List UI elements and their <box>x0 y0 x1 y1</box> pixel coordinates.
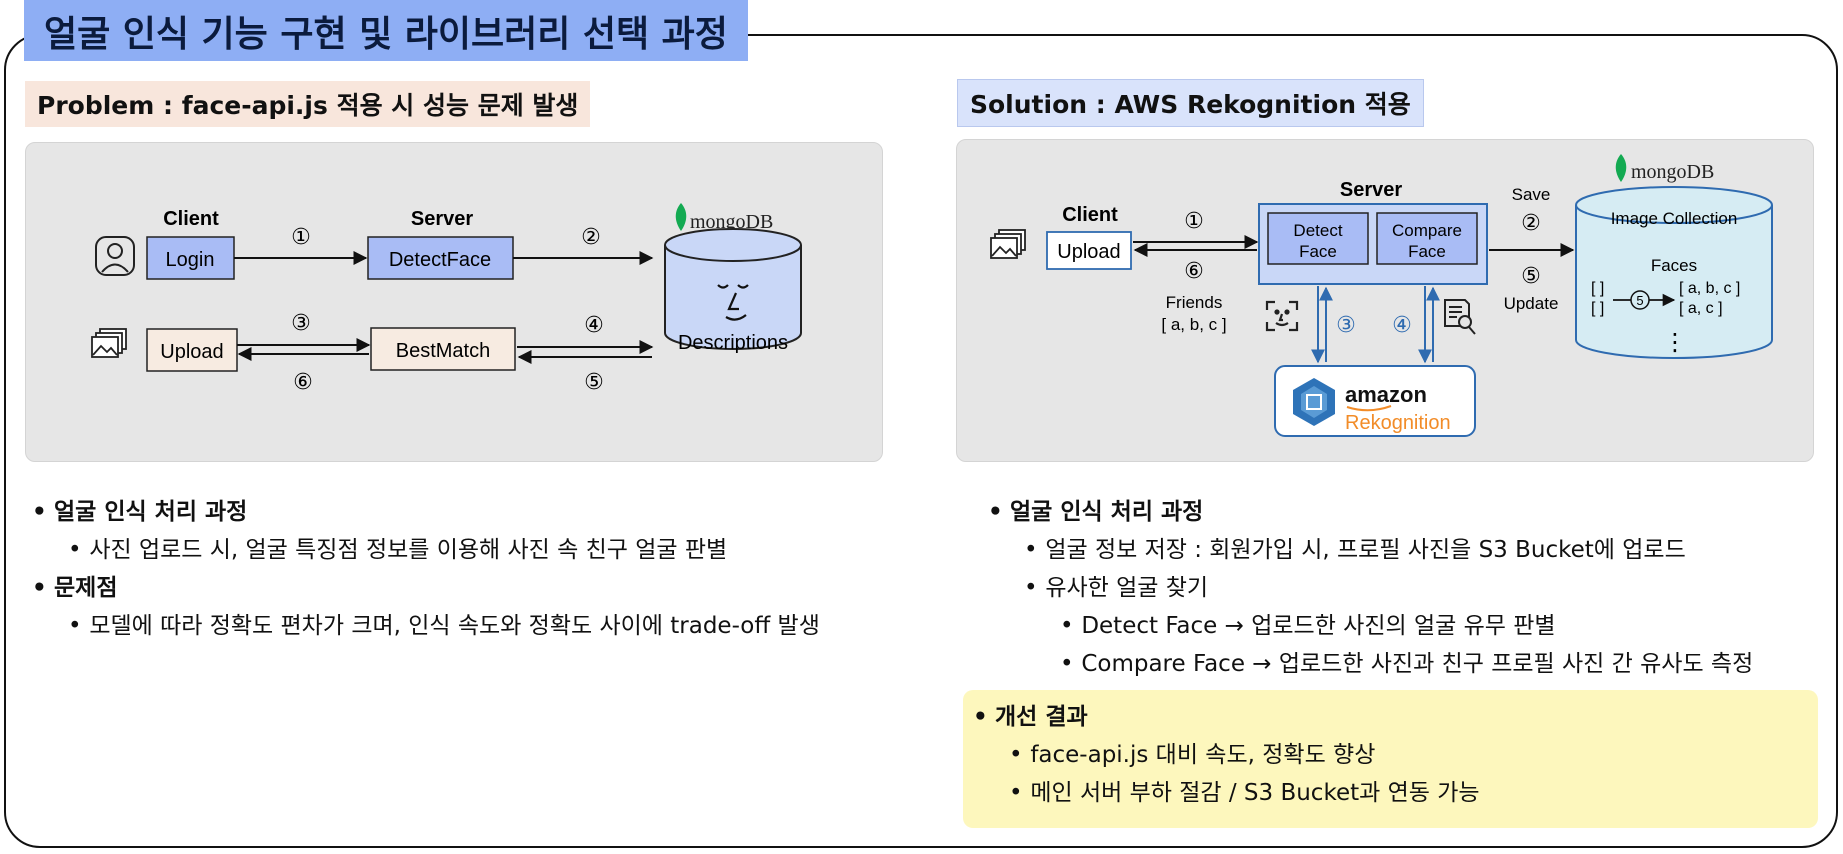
image-collection-database: Image Collection Faces [ ] [ ] 5 [ a, b,… <box>1575 186 1773 359</box>
step-1: ① <box>1184 209 1204 234</box>
client-label: Client <box>1062 204 1118 226</box>
bullet-item: 얼굴 정보 저장 : 회원가입 시, 프로필 사진을 S3 Bucket에 업로… <box>988 531 1753 569</box>
collection-label: Image Collection <box>1611 209 1738 228</box>
step-1: ① <box>291 225 311 250</box>
bullet-item: 개선 결과 <box>973 698 1480 736</box>
detectface-label: DetectFace <box>389 249 491 271</box>
step-3: ③ <box>291 311 311 336</box>
step-5: ⑤ <box>1521 264 1541 289</box>
client-label: Client <box>163 208 219 230</box>
face-sketch-icon <box>717 284 749 321</box>
solution-heading: Solution : AWS Rekognition 적용 <box>957 79 1424 127</box>
problem-heading: Problem : face-api.js 적용 시 성능 문제 발생 <box>25 81 591 127</box>
detectface-box <box>367 236 514 280</box>
bullet-item: 모델에 따라 정확도 편차가 크며, 인식 속도와 정확도 사이에 trade-… <box>32 607 820 645</box>
step-6: ⑥ <box>1184 259 1204 284</box>
upload-label: Upload <box>1057 241 1120 263</box>
friends-list: [ a, b, c ] <box>1161 315 1226 334</box>
faces-row1-val: [ a, b, c ] <box>1679 280 1740 297</box>
compare-face-box <box>1376 212 1478 265</box>
upload-box <box>146 328 238 372</box>
bullet-item: face-api.js 대비 속도, 정확도 향상 <box>973 736 1480 774</box>
faces-row1-key: [ ] <box>1591 280 1604 297</box>
friends-label: Friends <box>1166 293 1223 312</box>
update-label: Update <box>1504 294 1559 313</box>
descriptions-label: Descriptions <box>678 332 788 354</box>
step-3: ③ <box>1336 313 1356 338</box>
page-title: 얼굴 인식 기능 구현 및 라이브러리 선택 과정 <box>24 0 748 61</box>
mongodb-logo: mongoDB <box>1615 154 1714 183</box>
mongodb-logo: mongoDB <box>675 203 773 233</box>
bullet-item: 얼굴 인식 처리 과정 <box>988 493 1753 531</box>
bullet-item: Detect Face → 업로드한 사진의 얼굴 유무 판별 <box>988 607 1753 645</box>
solution-bullets: 얼굴 인식 처리 과정 얼굴 정보 저장 : 회원가입 시, 프로필 사진을 S… <box>988 493 1753 683</box>
faces-ellipsis: ⋮ <box>1663 328 1687 356</box>
result-bullets: 개선 결과 face-api.js 대비 속도, 정확도 향상 메인 서버 부하… <box>973 698 1480 812</box>
photos-icon <box>91 328 127 358</box>
bestmatch-box <box>370 327 516 371</box>
solution-diagram: Client Upload ① ⑥ Friends [ a, b, c ] Se… <box>956 139 1814 462</box>
result-box <box>963 690 1818 828</box>
descriptions-database: Descriptions <box>664 228 802 354</box>
step-4: ④ <box>1392 313 1412 338</box>
login-label: Login <box>166 249 215 271</box>
faces-step-5: 5 <box>1636 293 1643 308</box>
compare-face-label-2: Face <box>1408 242 1446 261</box>
bullet-item: 메인 서버 부하 절감 / S3 Bucket과 연동 가능 <box>973 774 1479 812</box>
faces-label: Faces <box>1651 256 1697 275</box>
document-search-icon <box>1444 299 1476 335</box>
amazon-label: amazon <box>1345 382 1427 407</box>
step-6: ⑥ <box>293 370 313 395</box>
detect-face-box <box>1267 212 1369 265</box>
upload-label: Upload <box>160 341 223 363</box>
step-5: ⑤ <box>584 370 604 395</box>
svg-text:mongoDB: mongoDB <box>690 211 773 233</box>
server-label: Server <box>1340 179 1402 201</box>
faces-row2-key: [ ] <box>1591 300 1604 317</box>
svg-text:mongoDB: mongoDB <box>1631 161 1714 183</box>
bullet-item: 사진 업로드 시, 얼굴 특징점 정보를 이용해 사진 속 친구 얼굴 판별 <box>32 531 820 569</box>
user-icon <box>95 236 135 276</box>
faces-row2-val: [ a, c ] <box>1679 300 1723 317</box>
step-2: ② <box>581 225 601 250</box>
bullet-item: 유사한 얼굴 찾기 <box>988 569 1753 607</box>
photos-icon <box>990 229 1026 259</box>
upload-box <box>1046 231 1132 270</box>
login-box <box>146 236 235 280</box>
compare-face-label-1: Compare <box>1392 221 1462 240</box>
rekognition-label: Rekognition <box>1345 412 1451 434</box>
bullet-item: 문제점 <box>32 569 820 607</box>
rekognition-icon <box>1293 378 1335 426</box>
bestmatch-label: BestMatch <box>396 340 490 362</box>
detect-face-label-2: Face <box>1299 242 1337 261</box>
problem-diagram: Client Server Login DetectFace ① ② Uploa… <box>25 142 883 462</box>
save-label: Save <box>1512 185 1551 204</box>
step-4: ④ <box>584 313 604 338</box>
bullet-item: Compare Face → 업로드한 사진과 친구 프로필 사진 간 유사도 … <box>988 645 1753 683</box>
face-scan-icon <box>1265 300 1299 332</box>
outer-frame <box>4 34 1838 848</box>
step-2: ② <box>1521 211 1541 236</box>
problem-bullets: 얼굴 인식 처리 과정 사진 업로드 시, 얼굴 특징점 정보를 이용해 사진 … <box>32 493 820 645</box>
bullet-item: 얼굴 인식 처리 과정 <box>32 493 820 531</box>
server-label: Server <box>411 208 473 230</box>
detect-face-label-1: Detect <box>1293 221 1342 240</box>
